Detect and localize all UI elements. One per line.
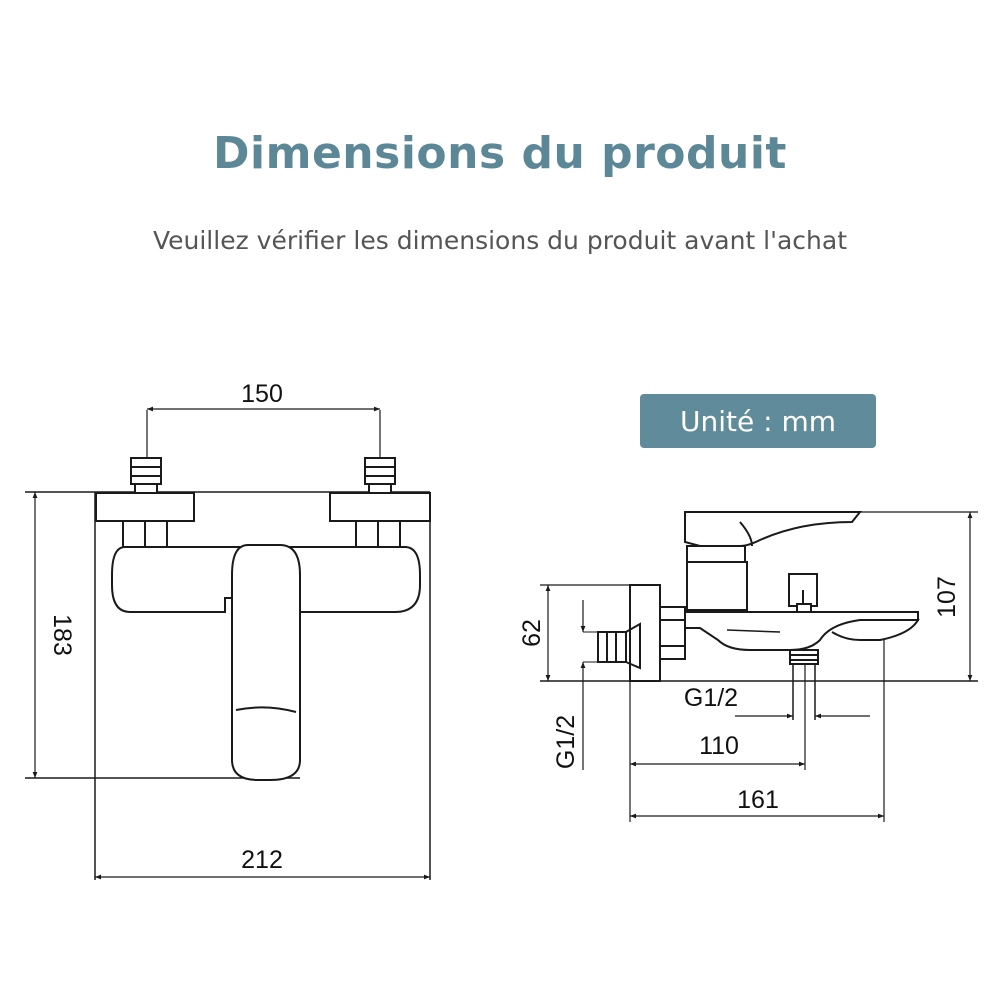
- side-view: [540, 511, 978, 822]
- side-thread-center: G1/2: [684, 684, 738, 712]
- side-dim-left: 62: [518, 619, 546, 647]
- side-dim-right: 107: [933, 576, 961, 618]
- page-title: Dimensions du produit: [213, 128, 787, 179]
- front-dim-bottom: 212: [241, 846, 283, 874]
- side-dim-110: 110: [699, 732, 739, 760]
- front-dim-left: 183: [48, 614, 76, 656]
- unit-badge: Unité : mm: [640, 394, 876, 448]
- page-subtitle: Veuillez vérifier les dimensions du prod…: [152, 226, 848, 255]
- side-dim-161: 161: [737, 786, 779, 814]
- front-view: [25, 406, 431, 880]
- front-dim-top: 150: [241, 380, 283, 408]
- side-thread-left: G1/2: [552, 715, 580, 769]
